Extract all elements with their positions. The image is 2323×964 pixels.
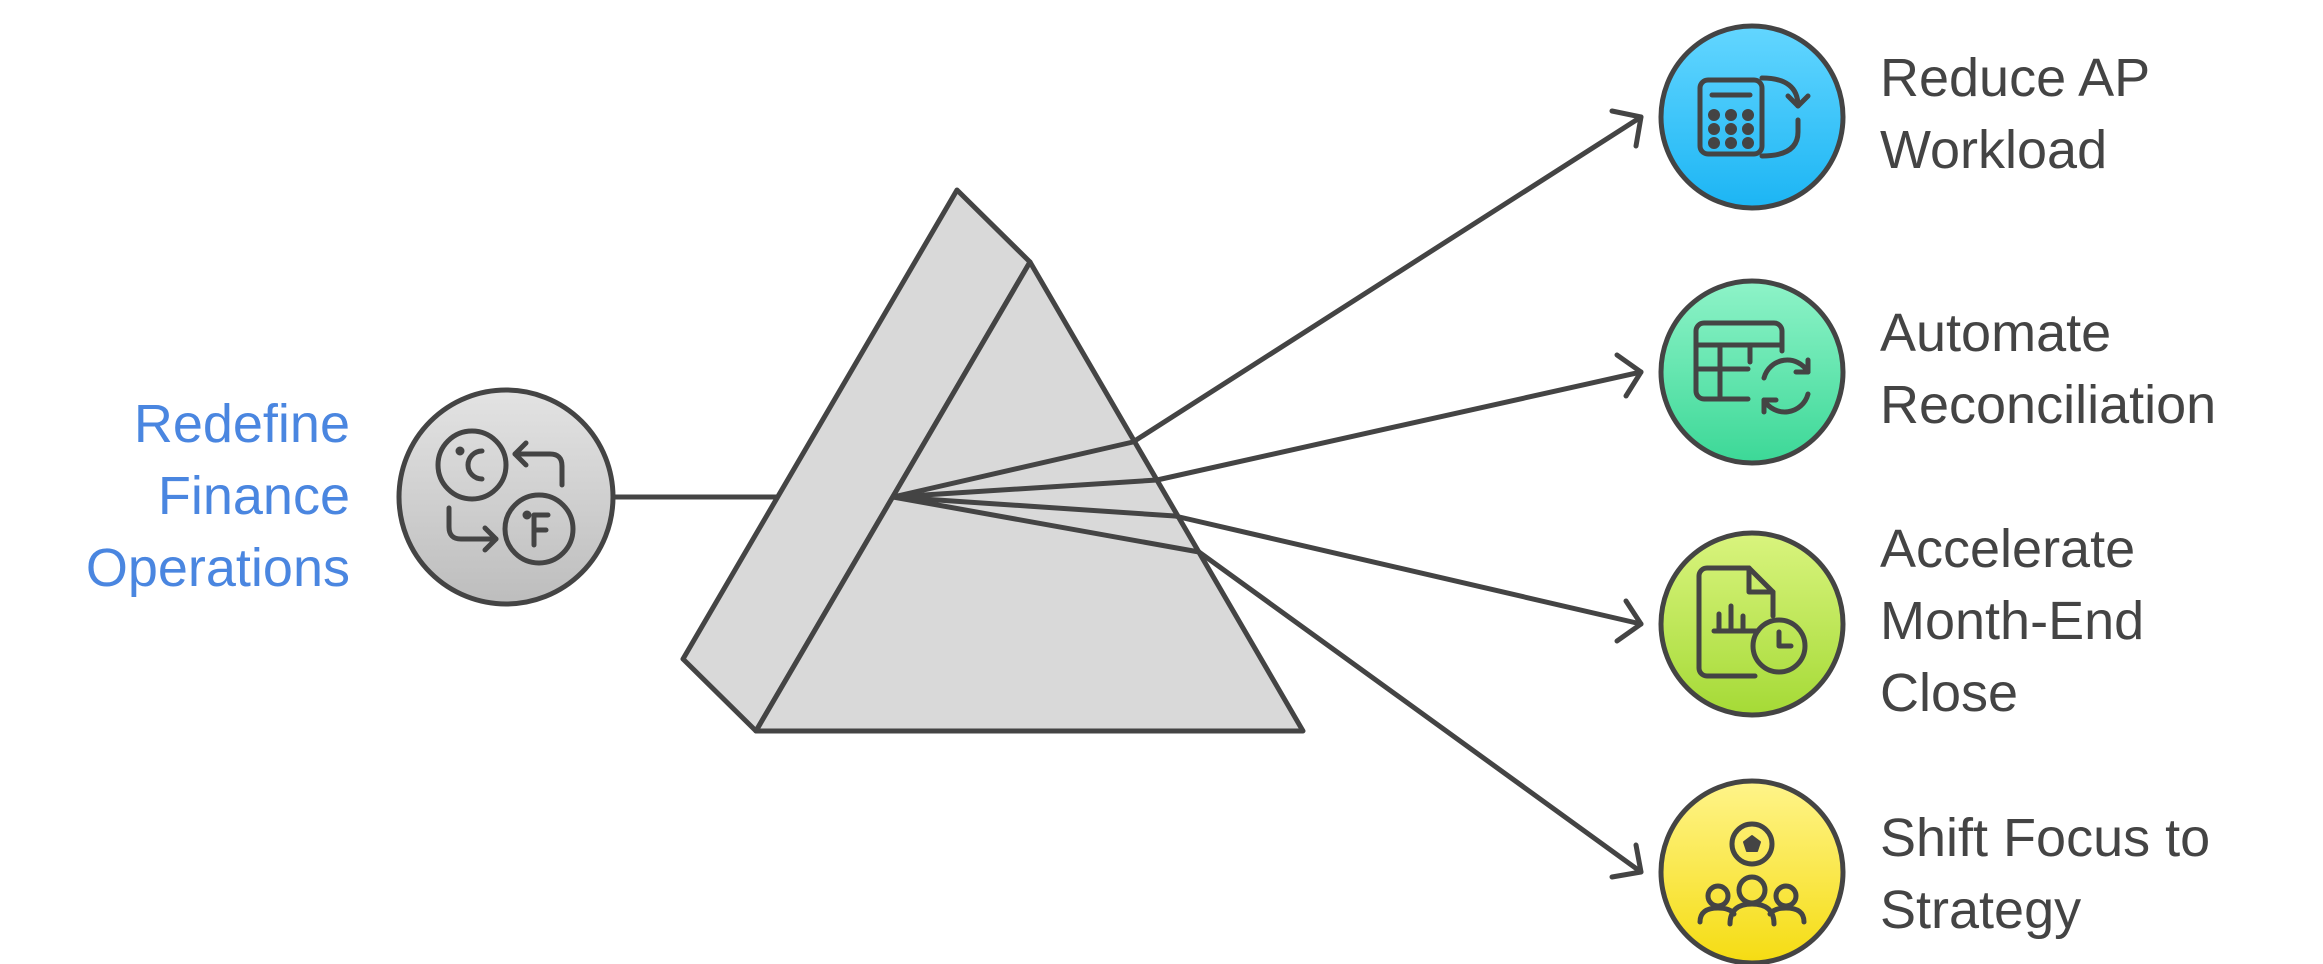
output-label-line: Reduce AP bbox=[1880, 48, 2151, 108]
arrowhead-icon bbox=[1614, 352, 1644, 399]
arrowhead-icon bbox=[1609, 108, 1644, 149]
output-label-line: Accelerate bbox=[1880, 519, 2136, 579]
internal-rays bbox=[890, 439, 1202, 555]
table-sync-icon bbox=[1693, 320, 1811, 415]
output-label-line: Automate bbox=[1880, 303, 2112, 363]
input-label: Redefine Finance Operations bbox=[20, 388, 350, 604]
arrowhead-icon bbox=[1614, 598, 1644, 644]
arrow-accelerate-close bbox=[1172, 513, 1644, 627]
output-label-accelerate-close: Accelerate Month-End Close bbox=[1880, 513, 2144, 729]
team-strategy-icon bbox=[1697, 821, 1807, 927]
output-node-automate-reconciliation bbox=[1658, 278, 1846, 466]
output-arrows bbox=[1130, 108, 1644, 880]
output-label-line: Reconciliation bbox=[1880, 375, 2217, 435]
input-label-line: Operations bbox=[85, 538, 350, 598]
arrow-reduce-ap bbox=[1130, 114, 1644, 445]
output-node-reduce-ap bbox=[1658, 23, 1846, 211]
arrow-shift-focus bbox=[1196, 549, 1644, 875]
output-node-accelerate-close bbox=[1658, 530, 1846, 718]
output-label-line: Shift Focus to bbox=[1880, 808, 2211, 868]
prism bbox=[680, 187, 1306, 734]
output-node-shift-focus bbox=[1658, 778, 1846, 964]
output-label-reduce-ap: Reduce AP Workload bbox=[1880, 42, 2150, 186]
currency-exchange-icon bbox=[435, 428, 576, 566]
output-label-line: Close bbox=[1880, 663, 2019, 723]
arrow-automate-reconciliation bbox=[1154, 369, 1644, 483]
output-label-line: Month-End bbox=[1880, 591, 2145, 651]
report-clock-icon bbox=[1696, 565, 1808, 679]
output-label-line: Workload bbox=[1880, 120, 2108, 180]
arrowhead-icon bbox=[1609, 842, 1644, 880]
output-label-shift-focus: Shift Focus to Strategy bbox=[1880, 802, 2210, 946]
input-node bbox=[396, 387, 616, 607]
output-label-line: Strategy bbox=[1880, 880, 2082, 940]
input-label-line: Finance bbox=[157, 466, 350, 526]
input-label-line: Redefine bbox=[133, 394, 350, 454]
calculator-refresh-icon bbox=[1697, 75, 1811, 159]
output-label-automate-reconciliation: Automate Reconciliation bbox=[1880, 297, 2216, 441]
